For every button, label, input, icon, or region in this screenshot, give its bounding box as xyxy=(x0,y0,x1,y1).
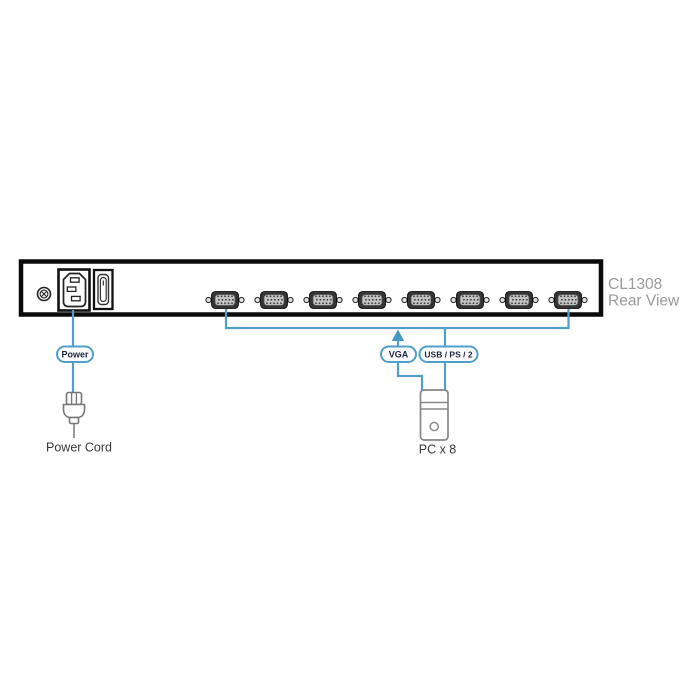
device-model-label: CL1308 xyxy=(608,276,662,293)
callout-usb-label: USB / PS / 2 xyxy=(424,350,472,360)
callout-usb: USB / PS / 2 xyxy=(418,345,479,363)
vga-port xyxy=(303,291,343,309)
power-switch-icon xyxy=(92,268,114,311)
ground-screw-icon xyxy=(36,286,52,302)
vga-port xyxy=(401,291,441,309)
power-cord-icon xyxy=(62,391,86,438)
up-arrow-icon xyxy=(391,329,405,341)
callout-vga-label: VGA xyxy=(389,350,409,360)
vga-port xyxy=(352,291,392,309)
vga-harness-line xyxy=(224,309,570,330)
vga-port xyxy=(205,291,245,309)
pc-count-label: PC x 8 xyxy=(419,443,457,457)
vga-ports xyxy=(205,291,588,309)
callout-vga: VGA xyxy=(380,345,417,363)
callout-power: Power xyxy=(56,345,94,363)
vga-port xyxy=(450,291,490,309)
vga-port xyxy=(499,291,539,309)
power-inlet-icon xyxy=(57,268,91,312)
callout-power-label: Power xyxy=(61,350,89,360)
vga-port xyxy=(254,291,294,309)
vga-connector-line xyxy=(396,362,424,390)
pc-tower-icon xyxy=(419,389,449,441)
device-view-label: Rear View xyxy=(608,293,680,310)
power-cord-label: Power Cord xyxy=(46,441,112,455)
vga-port xyxy=(548,291,588,309)
